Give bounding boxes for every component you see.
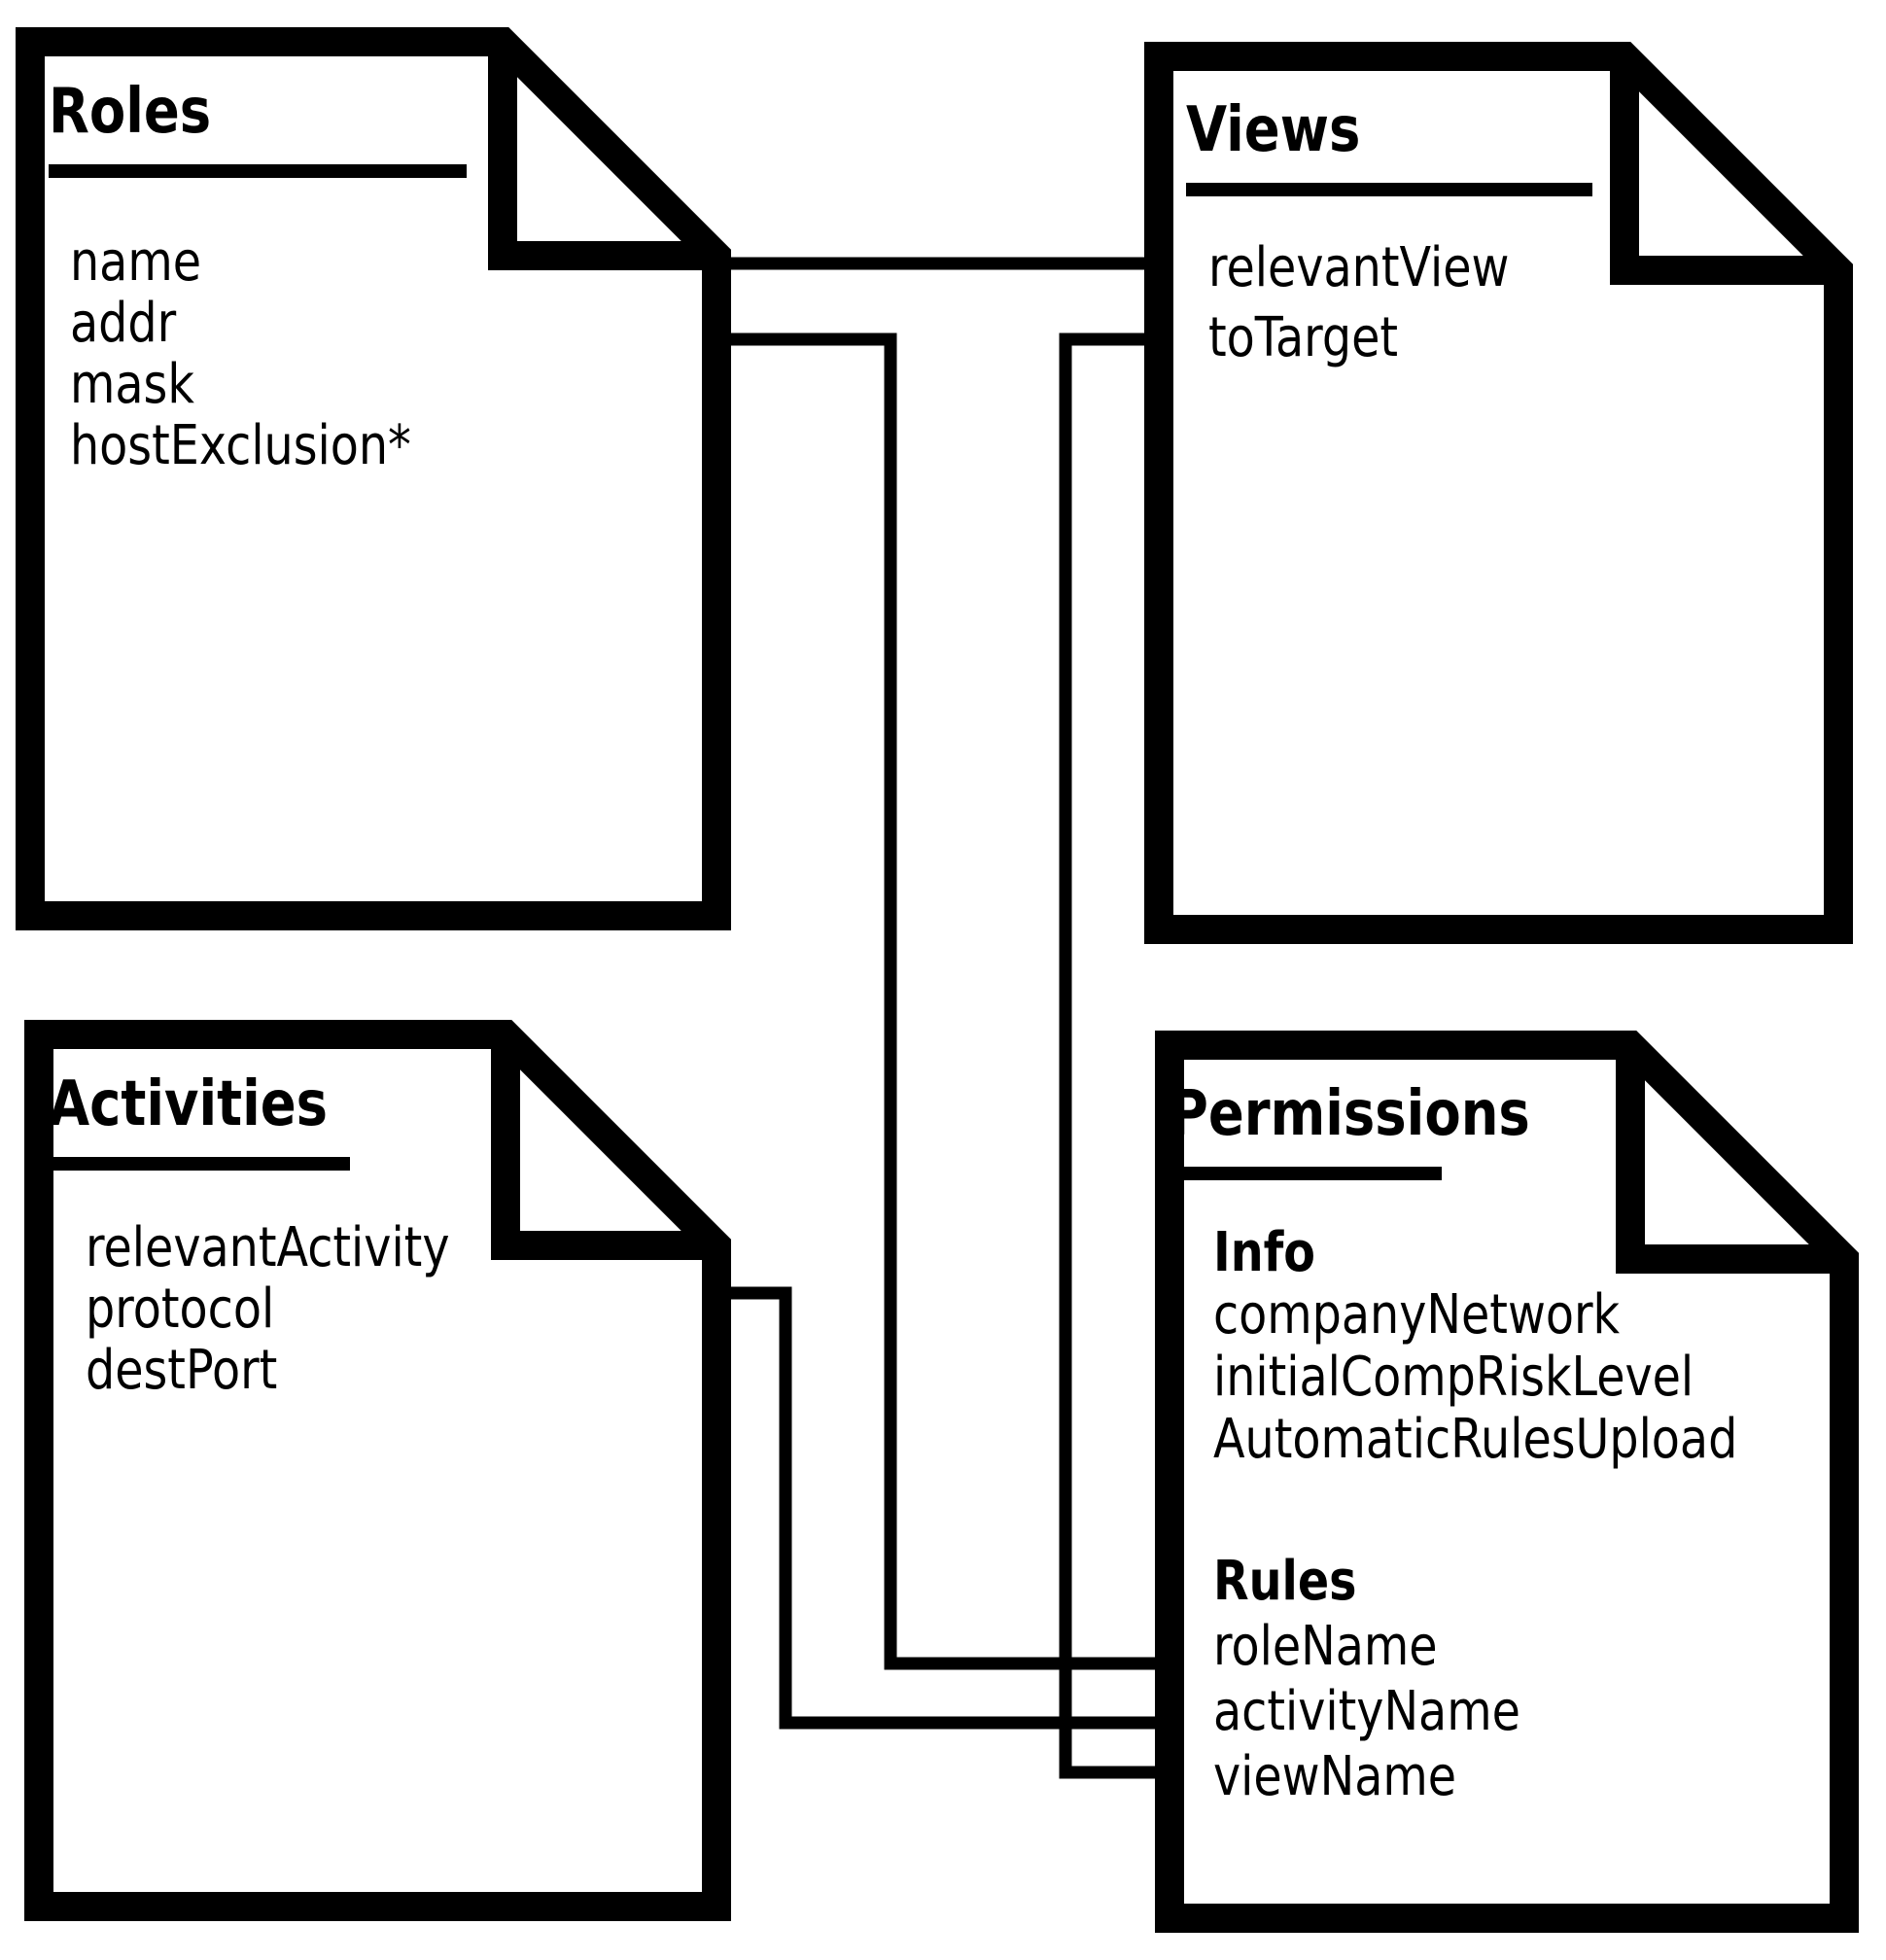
permissions-field-companynetwork: companyNetwork <box>1213 1283 1621 1347</box>
permissions-document-shape <box>1155 1031 1859 1933</box>
activities-field-destport: destPort <box>86 1339 278 1402</box>
connector-roles-to-permissions-rolename <box>716 332 1170 1670</box>
roles-title: Roles <box>49 76 467 178</box>
permissions-info-section: Info companyNetwork initialCompRiskLevel… <box>1213 1222 1830 1471</box>
permissions-field-activityname: activityName <box>1213 1680 1520 1743</box>
roles-dogear-icon <box>488 42 716 270</box>
activities-title: Activities <box>49 1068 350 1171</box>
activities-field-protocol: protocol <box>86 1278 275 1341</box>
permissions-field-viewname: viewName <box>1213 1745 1457 1808</box>
connector-activities-to-permissions-activityname <box>716 1286 1170 1730</box>
activities-dogear-icon <box>491 1034 716 1260</box>
activities-title-text: Activities <box>49 1068 329 1140</box>
views-document-shape <box>1144 42 1853 944</box>
roles-field-mask: mask <box>70 353 194 416</box>
views-title-text: Views <box>1186 94 1361 166</box>
permissions-field-initialcomprisklevel: initialCompRiskLevel <box>1213 1346 1694 1409</box>
roles-field-list: name addr mask hostExclusion* <box>70 231 472 476</box>
views-field-totarget: toTarget <box>1208 306 1399 369</box>
roles-field-addr: addr <box>70 292 177 355</box>
views-field-list: relevantView toTarget <box>1208 233 1562 373</box>
activities-field-relevantactivity: relevantActivity <box>86 1216 450 1279</box>
roles-field-name: name <box>70 230 201 294</box>
activities-field-list: relevantActivity protocol destPort <box>86 1217 514 1401</box>
activities-document-shape <box>24 1020 731 1921</box>
permissions-dogear-icon <box>1616 1045 1844 1274</box>
views-title: Views <box>1186 94 1592 196</box>
permissions-field-automaticrulesupload: AutomaticRulesUpload <box>1213 1408 1738 1471</box>
views-dogear-icon <box>1610 56 1838 285</box>
roles-title-text: Roles <box>49 76 212 148</box>
connector-views-to-permissions-viewname <box>1059 332 1170 1779</box>
permissions-rules-heading: Rules <box>1213 1550 1357 1613</box>
permissions-info-heading: Info <box>1213 1221 1316 1284</box>
permissions-title: Permissions <box>1170 1083 1530 1180</box>
roles-document-shape <box>16 27 731 930</box>
roles-field-hostexclusion: hostExclusion* <box>70 414 411 477</box>
permissions-title-text: Permissions <box>1170 1078 1530 1150</box>
permissions-rules-section: Rules roleName activityName viewName <box>1213 1549 1575 1809</box>
views-field-relevantview: relevantView <box>1208 236 1510 299</box>
permissions-field-rolename: roleName <box>1213 1615 1438 1678</box>
